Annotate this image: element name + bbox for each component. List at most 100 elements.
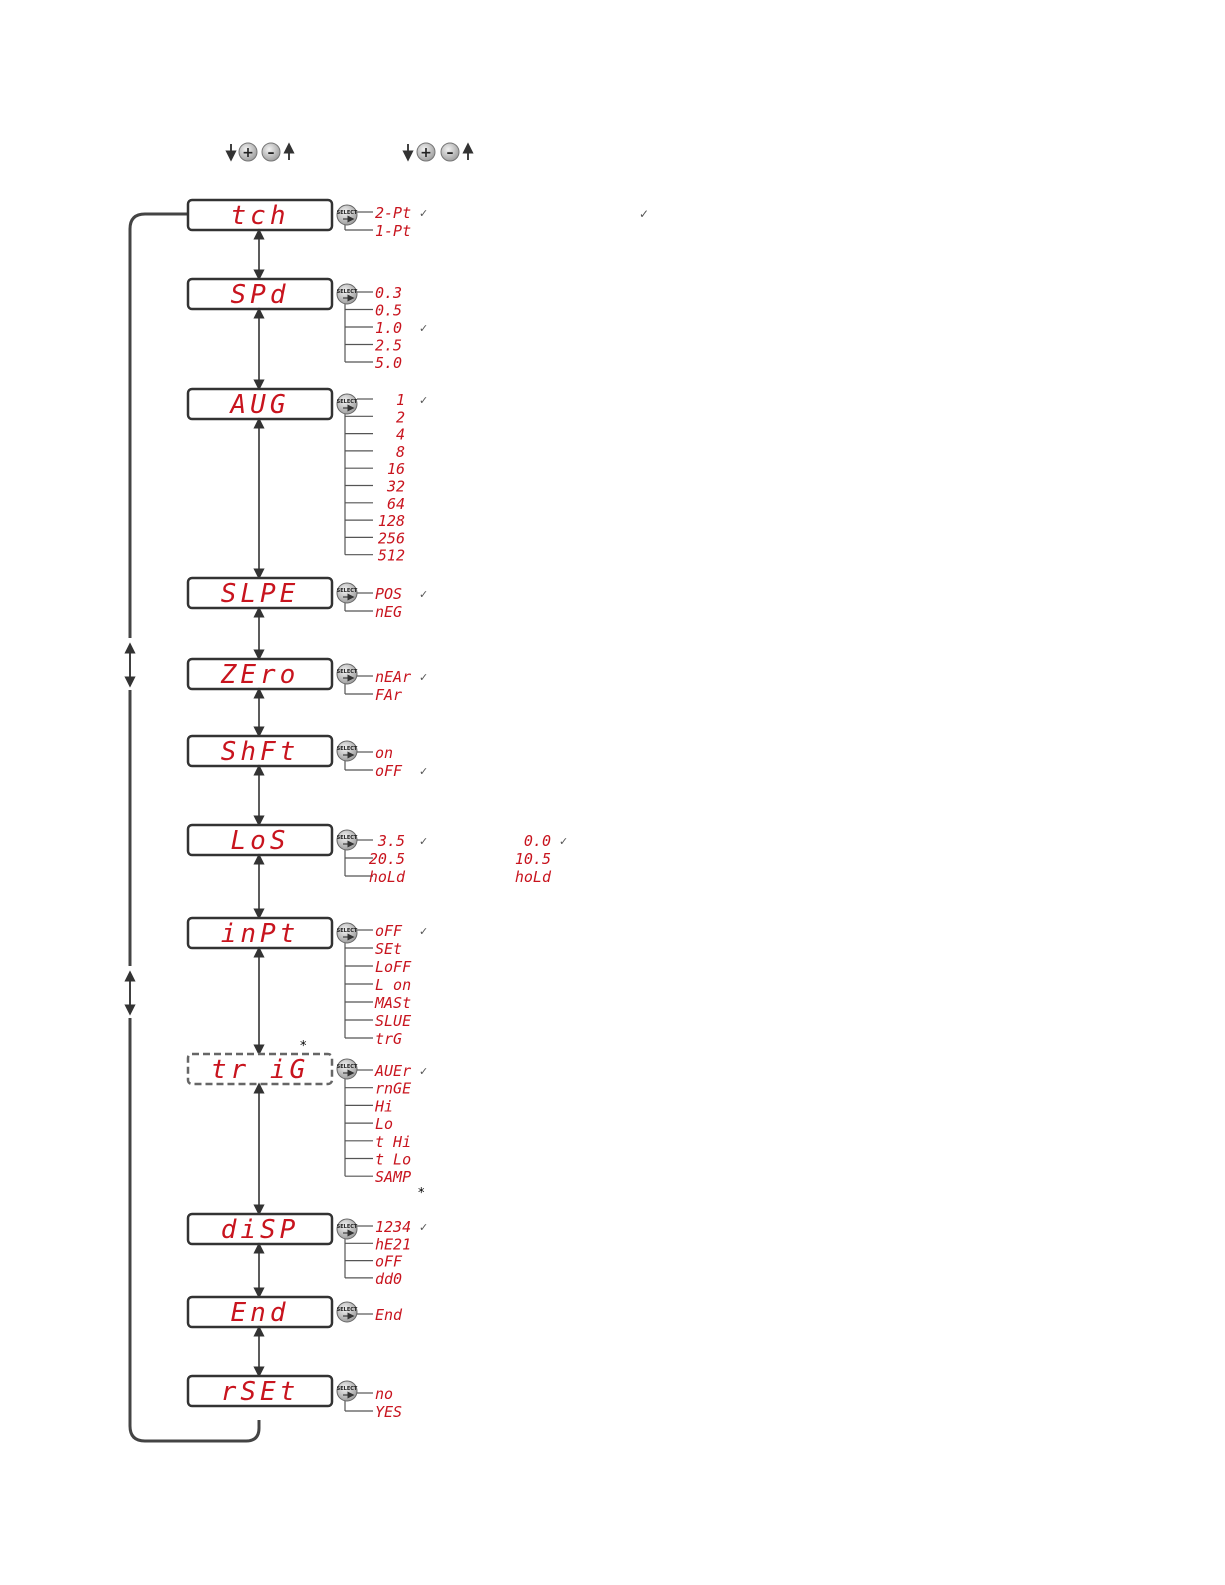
lcd-display-box [186,1052,334,1086]
option-label: 1234 [375,1218,411,1236]
option-label: 256 [378,529,405,547]
menu-zero: ZEro SELECT nEAr ✓ FAr [186,657,428,738]
select-button-label: SELECT [337,1224,358,1230]
default-check-mark: ✓ [419,1221,428,1234]
lcd-display-text: tr iG [211,1055,309,1085]
option-label: nEAr [375,668,411,686]
default-check-mark: ✓ [559,835,568,848]
option-label: hoLd [369,868,406,886]
default-check-mark: ✓ [419,765,428,778]
option-label: 1-Pt [375,222,411,240]
option-label: FAr [375,686,402,704]
option-label: End [375,1306,403,1324]
select-button-label: SELECT [337,835,358,841]
minus-symbol: – [447,145,454,161]
option-label: 1 [396,391,405,409]
option-label: 2-Pt [375,204,411,222]
option-label: t Lo [375,1151,411,1169]
option-label: 4 [396,426,405,444]
option-label: no [375,1385,393,1403]
default-check-mark: ✓ [419,925,428,938]
option-label: 2.5 [375,337,402,355]
lcd-display-text: SPd [231,280,290,310]
default-check-mark: ✓ [419,588,428,601]
minus-symbol: – [268,145,275,161]
select-button-label: SELECT [337,588,358,594]
plus-symbol: + [420,145,432,161]
lcd-display-text: ShFt [221,737,300,767]
legend-group-left: + – [225,142,295,162]
select-button-label: SELECT [337,289,358,295]
option-label: SAMP [375,1168,411,1186]
plus-button-icon [416,142,436,162]
option-label: POS [375,585,402,603]
lcd-display-box [186,1374,334,1408]
option-label: 8 [396,443,405,461]
option-label: LoFF [375,958,412,976]
lcd-display-text: SLPE [221,579,300,609]
minus-button-icon [261,142,281,162]
option-label: 64 [387,495,405,513]
select-button-label: SELECT [337,1307,358,1313]
lcd-display-text: AUG [229,390,290,420]
loop-return-line [128,212,261,1443]
select-button-label: SELECT [337,746,358,752]
select-button-label: SELECT [337,1064,358,1070]
option-label: t Hi [375,1133,411,1151]
option-label-alt: 10.5 [515,850,551,868]
select-button-label: SELECT [337,1386,358,1392]
option-label: trG [375,1030,402,1048]
lcd-display-text: tch [231,201,290,231]
default-check-mark: ✓ [419,671,428,684]
option-label: 0.5 [375,302,402,320]
footnote-mark: * [300,1039,307,1054]
option-label: 20.5 [369,850,405,868]
lcd-display-text: LoS [231,826,290,856]
lcd-display-text: rSEt [221,1377,300,1407]
select-button-label: SELECT [337,928,358,934]
lcd-display-text: diSP [221,1215,300,1245]
option-label: 1.0 [375,319,402,337]
option-label: oFF [375,1253,403,1271]
default-check-mark: ✓ [419,835,428,848]
option-label: oFF [375,922,403,940]
option-label: 32 [386,478,405,496]
option-label: oFF [375,762,403,780]
option-label: Hi [374,1097,393,1115]
option-label: 2 [396,408,405,426]
menu-slpe: SLPE SELECT POS ✓ nEG [186,576,428,661]
option-label: AUEr [374,1062,411,1080]
lcd-display-text: ZEro [220,660,300,690]
lcd-display-text: inPt [221,919,300,949]
footnote-mark: * [418,1186,425,1201]
option-label: dd0 [375,1270,402,1288]
select-button-label: SELECT [337,669,358,675]
select-button-label: SELECT [337,399,358,405]
option-label: nEG [375,603,402,621]
option-label: L on [375,976,411,994]
plus-button-icon [238,142,258,162]
default-check-mark: ✓ [419,322,428,335]
option-label: 0.3 [375,284,402,302]
option-label-alt: hoLd [515,868,552,886]
option-label: 16 [387,460,405,478]
option-label: on [375,744,393,762]
check-mark: ✓ [639,207,649,221]
plus-symbol: + [242,145,254,161]
option-label: SEt [375,940,402,958]
option-label: rnGE [375,1080,411,1098]
default-check-mark: ✓ [419,1065,428,1078]
minus-button-icon [440,142,460,162]
option-label-alt: 0.0 [524,832,551,850]
option-label: 128 [378,512,405,530]
legend-group-right: + – [402,142,474,162]
